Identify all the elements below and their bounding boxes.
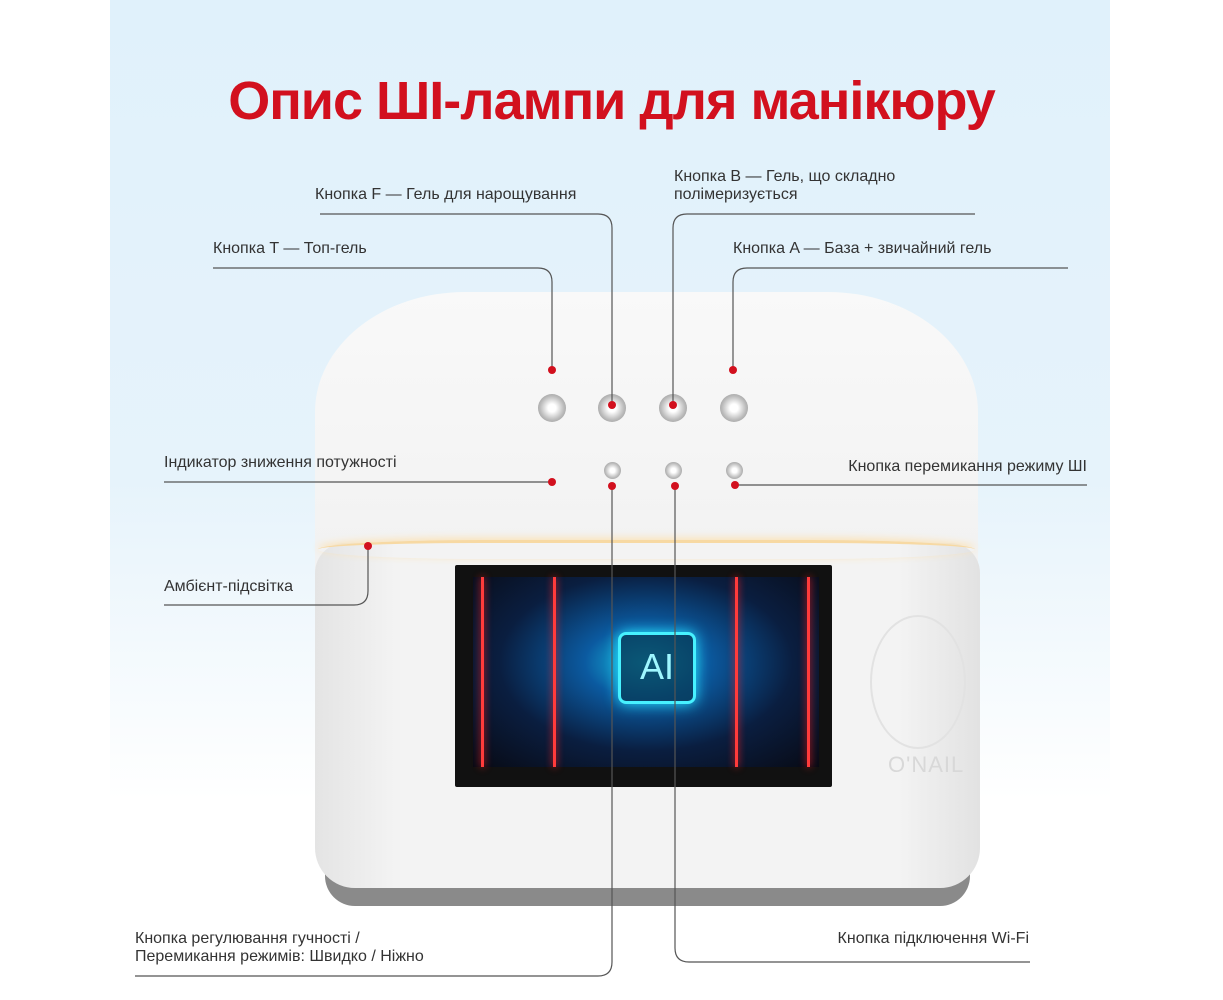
marker-dot	[608, 482, 616, 490]
volume-button[interactable]	[604, 462, 621, 479]
label-button-t: Кнопка T — Топ-гель	[213, 240, 367, 257]
label-volume-line1: Кнопка регулювання гучності /	[135, 930, 360, 947]
display-image: AI	[473, 577, 819, 767]
lamp-display: AI	[455, 565, 832, 787]
marker-dot	[548, 478, 556, 486]
marker-dot	[548, 366, 556, 374]
marker-dot	[731, 481, 739, 489]
page-title: Опис ШІ-лампи для манікюру	[228, 71, 996, 131]
ai-mode-button[interactable]	[726, 462, 743, 479]
logo-ring	[870, 615, 966, 749]
marker-dot	[364, 542, 372, 550]
brand-logo: O'NAIL	[888, 752, 965, 777]
label-button-b-line1: Кнопка B — Гель, що складно	[674, 168, 896, 185]
marker-dot	[729, 366, 737, 374]
button-a[interactable]	[720, 394, 748, 422]
button-t[interactable]	[538, 394, 566, 422]
ai-chip-icon: AI	[618, 632, 696, 704]
label-ambient-light: Амбієнт-підсвітка	[164, 578, 294, 595]
marker-dot	[669, 401, 677, 409]
label-wifi-button: Кнопка підключення Wi-Fi	[837, 930, 1029, 947]
marker-dot	[671, 482, 679, 490]
label-volume-line2: Перемикання режимів: Швидко / Ніжно	[135, 948, 424, 965]
marker-dot	[608, 401, 616, 409]
ambient-light-strip	[318, 540, 975, 559]
wifi-button[interactable]	[665, 462, 682, 479]
label-ai-mode-button: Кнопка перемикання режиму ШІ	[848, 458, 1087, 475]
label-power-indicator: Індикатор зниження потужності	[164, 454, 397, 471]
label-button-f: Кнопка F — Гель для нарощування	[315, 186, 577, 203]
label-button-b-line2: полімеризується	[674, 186, 798, 203]
label-button-a: Кнопка A — База + звичайний гель	[733, 240, 992, 257]
